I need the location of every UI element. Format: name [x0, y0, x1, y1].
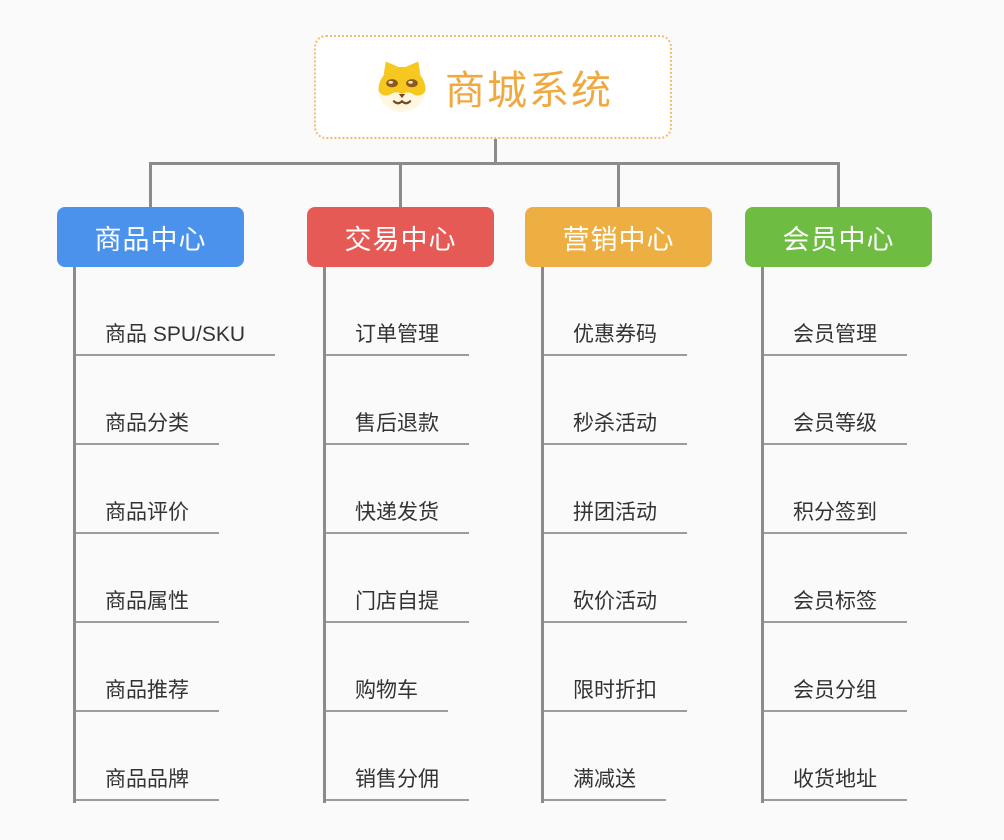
leaf-label: 商品推荐 — [105, 679, 189, 702]
leaf-label: 秒杀活动 — [573, 412, 657, 435]
branch-trunk-line — [761, 267, 764, 803]
branch-label: 会员中心 — [782, 224, 895, 255]
branch-items: 会员管理 会员等级 积分签到 会员标签 会员分组 收货地址 — [745, 267, 932, 801]
leaf-label: 商品属性 — [105, 590, 189, 613]
connector-branch-drop-2 — [617, 162, 620, 208]
leaf-node-0-0[interactable]: 商品 SPU/SKU — [73, 267, 276, 356]
branch-items: 优惠券码 秒杀活动 拼团活动 砍价活动 限时折扣 满减送 — [525, 267, 712, 801]
leaf-node-1-4[interactable]: 购物车 — [323, 623, 448, 712]
leaf-node-3-1[interactable]: 会员等级 — [761, 356, 907, 445]
connector-branch-drop-3 — [837, 162, 840, 208]
branch-label: 营销中心 — [562, 224, 675, 255]
leaf-node-2-1[interactable]: 秒杀活动 — [541, 356, 687, 445]
leaf-label: 限时折扣 — [573, 679, 657, 702]
leaf-label: 商品分类 — [105, 412, 189, 435]
leaf-label: 拼团活动 — [573, 501, 657, 524]
leaf-label: 优惠券码 — [573, 323, 657, 346]
leaf-node-0-3[interactable]: 商品属性 — [73, 534, 219, 623]
branch-column-3: 会员中心 会员管理 会员等级 积分签到 会员标签 会员分组 收货地址 — [745, 207, 932, 803]
branch-node-3[interactable]: 会员中心 — [745, 207, 932, 267]
leaf-node-0-4[interactable]: 商品推荐 — [73, 623, 219, 712]
branch-column-1: 交易中心 订单管理 售后退款 快递发货 门店自提 购物车 销售分佣 — [307, 207, 494, 803]
leaf-label: 积分签到 — [793, 501, 877, 524]
branch-column-2: 营销中心 优惠券码 秒杀活动 拼团活动 砍价活动 限时折扣 满减送 — [525, 207, 712, 803]
leaf-node-1-0[interactable]: 订单管理 — [323, 267, 469, 356]
connector-branch-drop-1 — [399, 162, 402, 208]
branch-label: 商品中心 — [94, 224, 207, 255]
leaf-node-0-1[interactable]: 商品分类 — [73, 356, 219, 445]
leaf-label: 砍价活动 — [573, 590, 657, 613]
branch-column-0: 商品中心 商品 SPU/SKU 商品分类 商品评价 商品属性 商品推荐 商品品牌 — [57, 207, 276, 803]
leaf-node-1-1[interactable]: 售后退款 — [323, 356, 469, 445]
shiba-dog-icon — [373, 57, 431, 118]
leaf-label: 商品 SPU/SKU — [105, 323, 246, 346]
leaf-label: 商品评价 — [105, 501, 189, 524]
root-title: 商城系统 — [445, 69, 613, 113]
leaf-node-2-4[interactable]: 限时折扣 — [541, 623, 687, 712]
leaf-node-1-2[interactable]: 快递发货 — [323, 445, 469, 534]
leaf-label: 会员分组 — [793, 679, 877, 702]
leaf-node-2-3[interactable]: 砍价活动 — [541, 534, 687, 623]
branch-trunk-line — [73, 267, 76, 803]
branch-trunk-line — [323, 267, 326, 803]
leaf-label: 售后退款 — [355, 412, 439, 435]
connector-bus — [149, 162, 840, 165]
leaf-label: 会员等级 — [793, 412, 877, 435]
leaf-label: 门店自提 — [355, 590, 439, 613]
connector-root-drop — [494, 139, 497, 165]
leaf-label: 购物车 — [355, 679, 418, 702]
leaf-node-3-0[interactable]: 会员管理 — [761, 267, 907, 356]
branch-node-2[interactable]: 营销中心 — [525, 207, 712, 267]
leaf-node-0-2[interactable]: 商品评价 — [73, 445, 219, 534]
branch-label: 交易中心 — [344, 224, 457, 255]
root-node[interactable]: 商城系统 — [314, 35, 672, 139]
leaf-node-1-3[interactable]: 门店自提 — [323, 534, 469, 623]
leaf-label: 会员管理 — [793, 323, 877, 346]
branch-items: 商品 SPU/SKU 商品分类 商品评价 商品属性 商品推荐 商品品牌 — [57, 267, 276, 801]
branch-items: 订单管理 售后退款 快递发货 门店自提 购物车 销售分佣 — [307, 267, 494, 801]
connector-branch-drop-0 — [149, 162, 152, 208]
leaf-node-3-5[interactable]: 收货地址 — [761, 712, 907, 801]
leaf-label: 订单管理 — [355, 323, 439, 346]
leaf-label: 会员标签 — [793, 590, 877, 613]
leaf-node-2-5[interactable]: 满减送 — [541, 712, 666, 801]
leaf-label: 收货地址 — [793, 768, 877, 791]
leaf-node-3-2[interactable]: 积分签到 — [761, 445, 907, 534]
leaf-node-3-4[interactable]: 会员分组 — [761, 623, 907, 712]
leaf-node-3-3[interactable]: 会员标签 — [761, 534, 907, 623]
leaf-node-2-0[interactable]: 优惠券码 — [541, 267, 687, 356]
leaf-node-2-2[interactable]: 拼团活动 — [541, 445, 687, 534]
leaf-node-1-5[interactable]: 销售分佣 — [323, 712, 469, 801]
leaf-label: 快递发货 — [355, 501, 439, 524]
branch-node-0[interactable]: 商品中心 — [57, 207, 244, 267]
leaf-node-0-5[interactable]: 商品品牌 — [73, 712, 219, 801]
leaf-label: 满减送 — [573, 768, 636, 791]
leaf-label: 销售分佣 — [355, 768, 439, 791]
leaf-label: 商品品牌 — [105, 768, 189, 791]
branch-trunk-line — [541, 267, 544, 803]
branch-node-1[interactable]: 交易中心 — [307, 207, 494, 267]
